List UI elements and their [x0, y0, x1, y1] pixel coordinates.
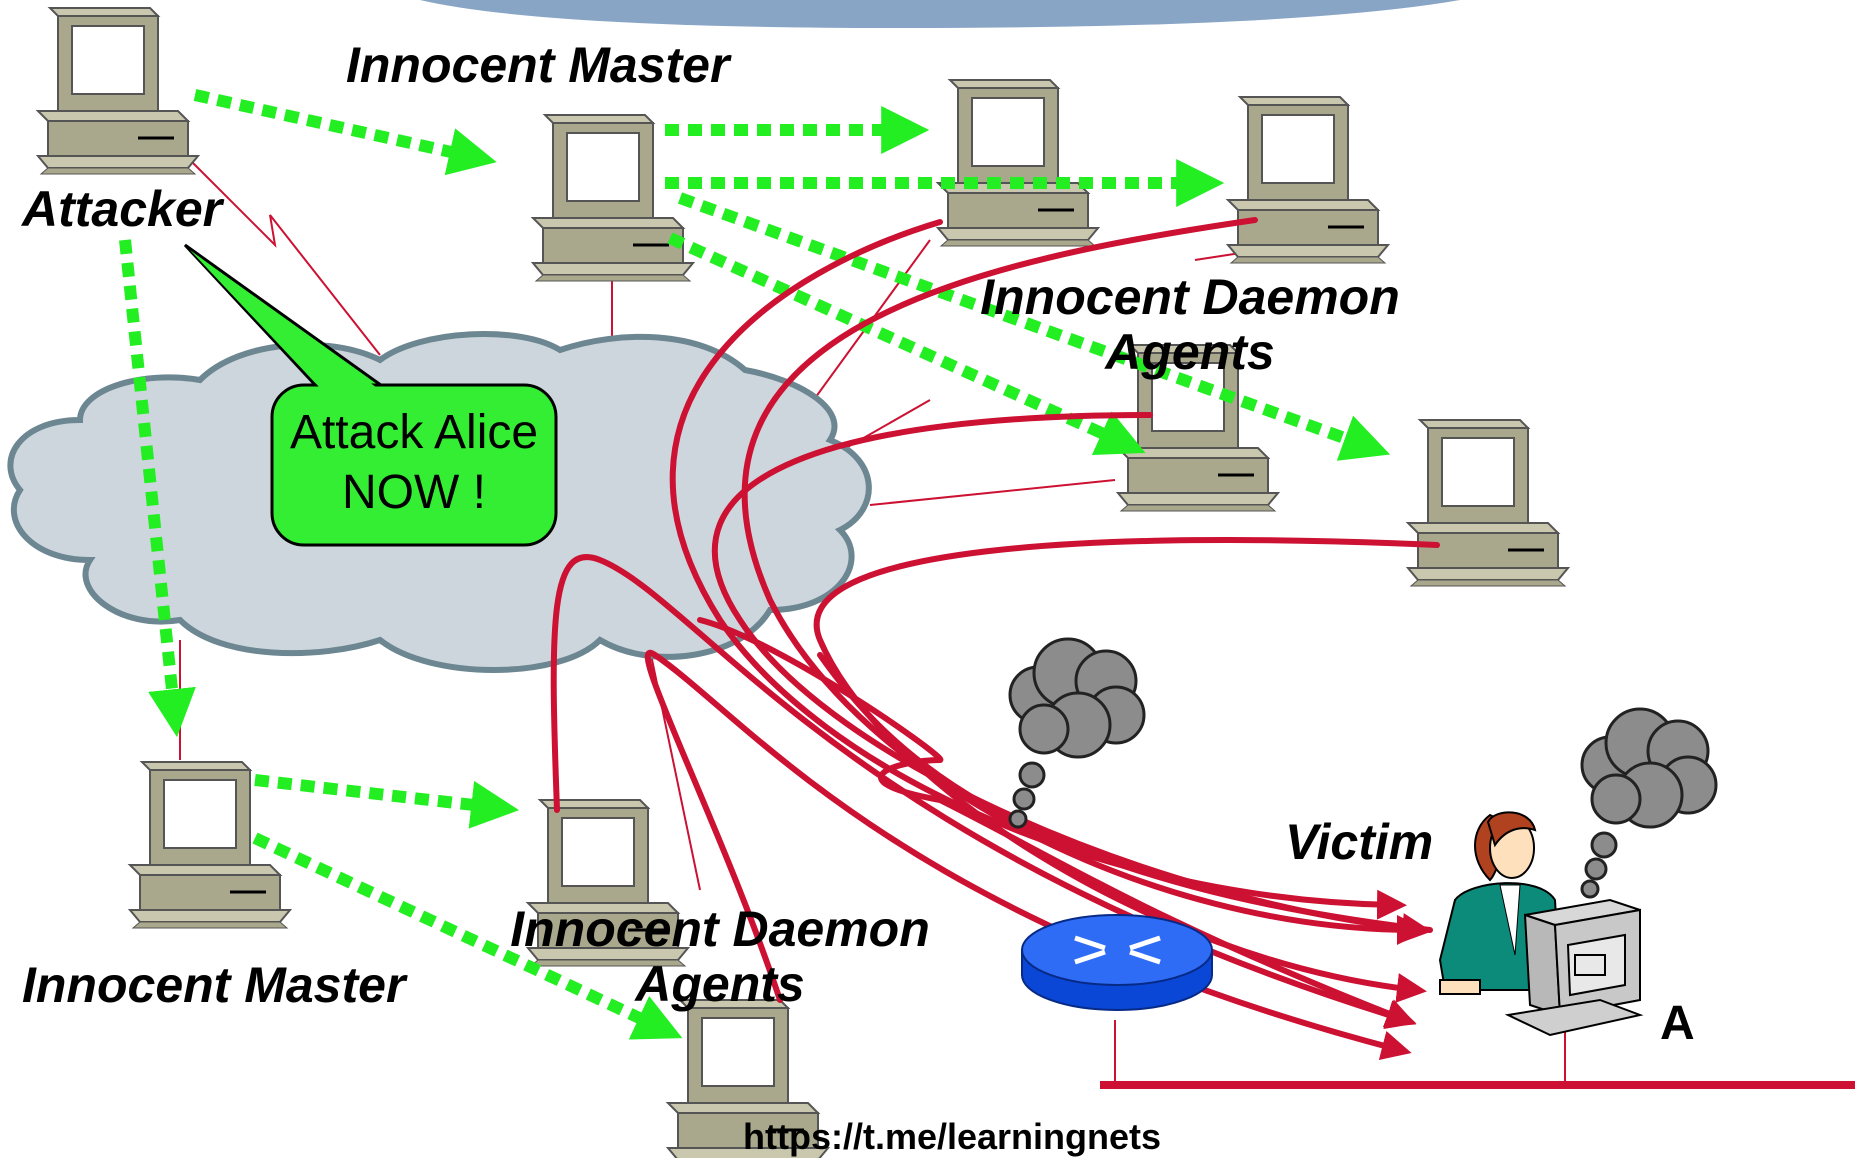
command-arrows: [119, 89, 1391, 1040]
header-band: [420, 0, 1460, 28]
victim-letter-label: A: [1660, 997, 1695, 1050]
speech-bubble-line1: Attack Alice: [289, 406, 539, 459]
speech-bubble-text: Attack Alice NOW !: [272, 403, 556, 523]
daemon-right-label-line1: Innocent Daemon: [980, 269, 1400, 325]
master-top-computer-icon: [531, 113, 695, 283]
daemon-bottom-label-line2: Agents: [635, 956, 805, 1012]
master-top-label: Innocent Master: [346, 37, 730, 93]
router-icon: [1021, 914, 1213, 1011]
smoke-icon: [1008, 637, 1146, 829]
master-bottom-label: Innocent Master: [22, 957, 406, 1013]
victim-computer-icon: [1504, 898, 1644, 1037]
daemon-top-1-computer-icon: [936, 78, 1100, 248]
daemon-right-computer-icon: [1406, 418, 1570, 588]
daemon-right-label: Innocent Daemon Agents: [960, 270, 1420, 380]
victim-label: Victim: [1285, 814, 1434, 870]
daemon-right-label-line2: Agents: [1105, 324, 1275, 380]
daemon-bottom-label: Innocent Daemon Agents: [490, 902, 950, 1012]
attack-speech-bubble: [183, 243, 558, 547]
attacker-computer-icon: [36, 6, 200, 176]
smoke-icon: [1580, 707, 1718, 899]
daemon-bottom-label-line1: Innocent Daemon: [510, 901, 930, 957]
daemon-top-2-computer-icon: [1226, 95, 1390, 265]
attacker-label: Attacker: [22, 181, 223, 237]
speech-bubble-line2: NOW !: [342, 466, 486, 519]
footer-url[interactable]: https://t.me/learningnets: [743, 1116, 1162, 1157]
